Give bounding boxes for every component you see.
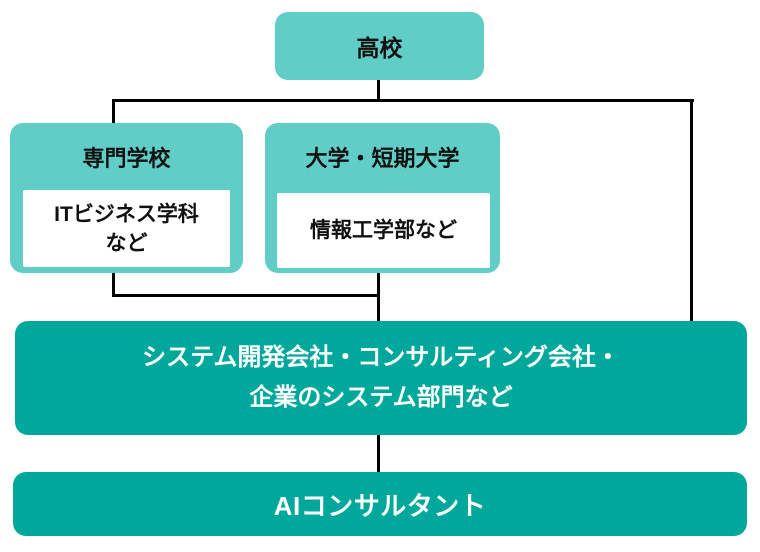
- connector-lower-horizontal: [112, 294, 380, 297]
- connector-vocational-down: [112, 271, 115, 297]
- connector-highschool-down: [377, 80, 380, 102]
- node-ai-consultant-label: AIコンサルタント: [273, 490, 487, 521]
- connector-right-bypass: [690, 99, 693, 323]
- node-ai-consultant: AIコンサルタント: [13, 472, 747, 536]
- node-vocational-school-label: 専門学校: [82, 146, 171, 171]
- connector-university-down: [377, 271, 380, 323]
- node-university-label: 大学・短期大学: [305, 146, 460, 171]
- node-highschool-label: 高校: [356, 35, 403, 61]
- connector-to-vocational: [112, 99, 115, 126]
- node-highschool: 高校: [275, 12, 484, 80]
- node-vocational-school-detail: ITビジネス学科 など: [23, 190, 230, 267]
- node-employers: システム開発会社・コンサルティング会社・ 企業のシステム部門など: [15, 321, 747, 435]
- node-employers-label: システム開発会社・コンサルティング会社・ 企業のシステム部門など: [142, 344, 620, 411]
- connector-upper-horizontal: [112, 99, 694, 102]
- node-university-detail: 情報工学部など: [277, 193, 490, 268]
- connector-employers-to-goal: [377, 434, 380, 474]
- node-vocational-school: 専門学校 ITビジネス学科 など: [10, 123, 243, 273]
- node-university: 大学・短期大学 情報工学部など: [265, 123, 500, 273]
